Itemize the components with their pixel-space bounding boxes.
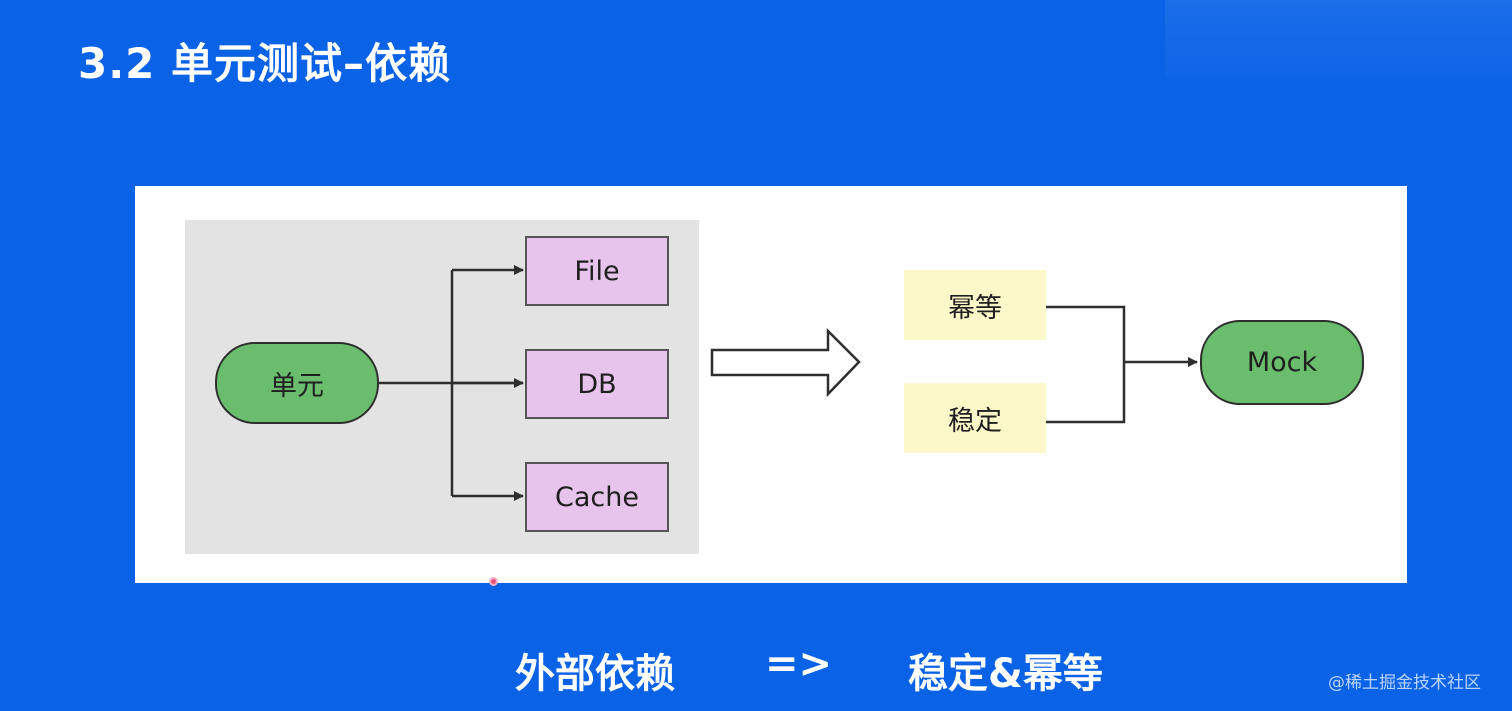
- connector-lines: [378, 265, 1198, 501]
- watermark: @稀土掘金技术社区: [1328, 673, 1481, 693]
- slide-title: 3.2 单元测试–依赖: [78, 39, 452, 88]
- source-node: 单元: [215, 342, 379, 424]
- diagram-panel: 单元 File DB Cache 幂等 稳定 Mock: [135, 186, 1407, 583]
- transform-arrow-icon: [710, 327, 861, 398]
- source-node-label: 单元: [270, 370, 324, 402]
- footer-arrow: =>: [765, 641, 833, 687]
- dependency-node-label: File: [574, 255, 620, 287]
- dependency-node-cache: Cache: [525, 462, 669, 532]
- footer-right: 稳定&幂等: [908, 651, 1103, 697]
- target-node-mock: Mock: [1200, 320, 1364, 405]
- property-node-label: 幂等: [948, 292, 1002, 324]
- dependency-node-label: Cache: [555, 481, 639, 513]
- property-node-stable: 稳定: [904, 383, 1046, 453]
- screen-glare: [1165, 0, 1512, 78]
- target-node-label: Mock: [1246, 347, 1318, 378]
- dependency-node-db: DB: [525, 349, 669, 419]
- property-node-label: 稳定: [948, 405, 1002, 437]
- dependency-node-file: File: [525, 236, 669, 306]
- dependency-node-label: DB: [577, 368, 617, 400]
- property-node-idempotent: 幂等: [904, 270, 1046, 340]
- footer-left: 外部依赖: [515, 651, 675, 697]
- merge-from-idempotent: [1046, 305, 1126, 424]
- cursor-dot: [489, 577, 498, 586]
